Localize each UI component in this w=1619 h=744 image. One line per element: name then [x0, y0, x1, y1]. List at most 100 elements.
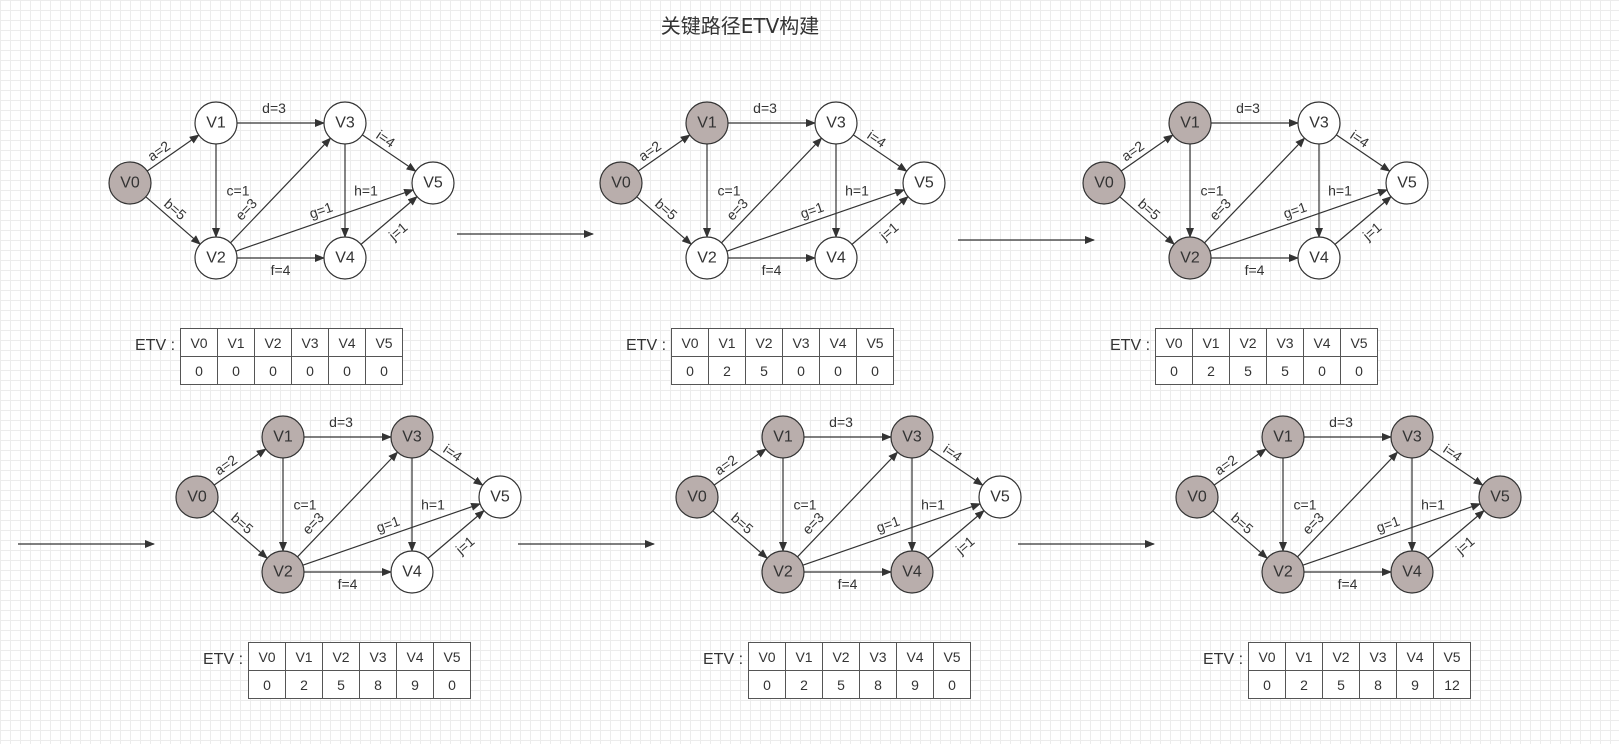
edge-v3-v5 — [362, 134, 417, 172]
edge-label: g=1 — [874, 513, 902, 536]
edge-v4-v5 — [851, 195, 909, 245]
edge-label: d=3 — [1236, 100, 1260, 116]
edge-label: h=1 — [1421, 497, 1445, 513]
vertex-label: V2 — [1273, 564, 1293, 581]
vertex-v1-visited — [261, 415, 305, 459]
vertex-label: V4 — [826, 250, 846, 267]
edge-v0-v1 — [637, 134, 691, 172]
etv-value-cell: 9 — [896, 670, 934, 699]
vertex-v5 — [902, 161, 946, 205]
edge-v2-v5 — [1302, 503, 1482, 566]
etv-value-cell: 0 — [1248, 670, 1286, 699]
edge-label: j=1 — [952, 533, 978, 558]
edge-v2-v3 — [1204, 137, 1306, 244]
edge-label: b=5 — [1228, 509, 1257, 537]
etv-header-cell: V2 — [1229, 328, 1267, 357]
edge-v0-v2 — [712, 510, 768, 559]
vertex-label: V2 — [273, 564, 293, 581]
edge-label: f=4 — [1338, 576, 1358, 592]
edge-label: h=1 — [921, 497, 945, 513]
vertex-v2-visited — [761, 550, 805, 594]
edge-label: b=5 — [228, 509, 257, 537]
edge-v0-v2 — [1119, 196, 1175, 245]
edge-v0-v2 — [636, 196, 692, 245]
vertex-v1-visited — [685, 101, 729, 145]
edge-label: c=1 — [1294, 497, 1317, 513]
edge-v0-v1 — [713, 448, 767, 486]
edge-label: f=4 — [271, 262, 291, 278]
vertex-label: V4 — [402, 564, 422, 581]
edge-label: j=1 — [385, 219, 411, 244]
edge-v0-v1 — [1213, 448, 1267, 486]
etv-value-cell: 0 — [433, 670, 471, 699]
edge-v0-v1 — [146, 134, 200, 172]
edge-v4-v5 — [1427, 509, 1485, 559]
edge-label: i=4 — [1440, 441, 1465, 465]
etv-header-cell: V0 — [1155, 328, 1193, 357]
vertex-label: V3 — [1309, 115, 1329, 132]
etv-value-cell: 0 — [180, 356, 218, 385]
edge-label: g=1 — [1374, 513, 1402, 536]
etv-label: ETV : — [203, 651, 244, 668]
edge-label: b=5 — [161, 195, 190, 223]
vertex-v5 — [978, 475, 1022, 519]
edge-v4-v5 — [427, 509, 485, 559]
vertex-label: V2 — [206, 250, 226, 267]
etv-header-cell: V5 — [365, 328, 403, 357]
etv-value-cell: 0 — [1340, 356, 1378, 385]
edge-label: a=2 — [144, 137, 173, 164]
edge-label: f=4 — [838, 576, 858, 592]
etv-value-cell: 9 — [1396, 670, 1434, 699]
etv-value-cell: 5 — [1266, 356, 1304, 385]
etv-label: ETV : — [703, 651, 744, 668]
vertex-label: V1 — [1180, 115, 1200, 132]
edge-label: i=4 — [1347, 127, 1372, 151]
etv-header-cell: V1 — [285, 642, 323, 671]
etv-value-cell: 0 — [248, 670, 286, 699]
vertex-label: V4 — [335, 250, 355, 267]
vertex-label: V5 — [1397, 175, 1417, 192]
graph-step-5: a=2b=5c=1d=3e=3f=4g=1h=1i=4j=1V0V1V2V3V4… — [675, 414, 1022, 594]
vertex-v2-visited — [261, 550, 305, 594]
vertex-label: V3 — [402, 429, 422, 446]
vertex-label: V5 — [423, 175, 443, 192]
vertex-v4-visited — [1390, 550, 1434, 594]
edge-v2-v5 — [235, 189, 415, 252]
etv-value-cell: 5 — [745, 356, 783, 385]
etv-header-cell: V5 — [433, 642, 471, 671]
etv-header-cell: V5 — [1340, 328, 1378, 357]
etv-value-cell: 0 — [933, 670, 971, 699]
vertex-v1-visited — [1168, 101, 1212, 145]
edge-v2-v3 — [1297, 451, 1399, 558]
etv-value-cell: 0 — [254, 356, 292, 385]
etv-header-cell: V5 — [933, 642, 971, 671]
vertex-label: V1 — [773, 429, 793, 446]
etv-header-cell: V3 — [1266, 328, 1304, 357]
edge-v2-v5 — [726, 189, 906, 252]
edge-label: i=4 — [440, 441, 465, 465]
edge-v2-v3 — [797, 451, 899, 558]
vertex-label: V0 — [120, 175, 140, 192]
etv-header-cell: V4 — [328, 328, 366, 357]
edge-label: h=1 — [421, 497, 445, 513]
edge-label: d=3 — [262, 100, 286, 116]
edge-v3-v5 — [929, 448, 984, 486]
etv-header-cell: V3 — [1359, 642, 1397, 671]
edge-label: f=4 — [1245, 262, 1265, 278]
edge-label: e=3 — [232, 195, 260, 223]
etv-header-cell: V5 — [856, 328, 894, 357]
etv-header-cell: V2 — [322, 642, 360, 671]
vertex-v4 — [390, 550, 434, 594]
etv-header-cell: V1 — [708, 328, 746, 357]
edge-v2-v3 — [297, 451, 399, 558]
vertex-label: V0 — [187, 489, 207, 506]
